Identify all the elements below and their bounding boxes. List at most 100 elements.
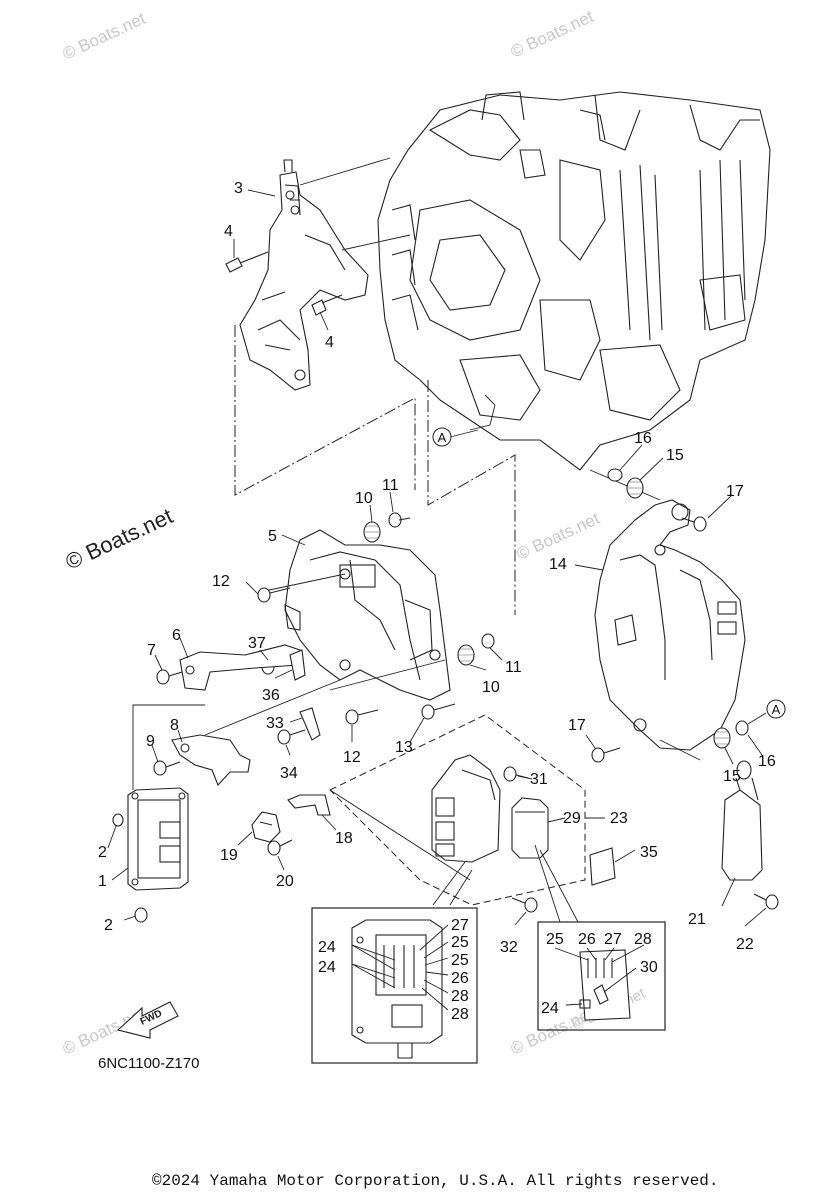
bracket-part-18	[287, 794, 331, 816]
bolt-part-4-upper	[225, 251, 269, 273]
grommet-part-10-upper	[363, 512, 411, 543]
bracket-part-3	[239, 157, 411, 391]
callout-2: 2	[98, 844, 107, 861]
fuse-box-detail	[311, 861, 478, 1064]
bolt-part-20	[267, 839, 293, 856]
svg-text:A: A	[772, 702, 781, 717]
callout-25: 25	[451, 934, 469, 951]
callout-19: 19	[220, 847, 238, 864]
callout-13: 13	[395, 739, 413, 756]
bolt-part-4-lower	[311, 294, 343, 316]
bolt-part-34	[277, 729, 306, 745]
callout-7: 7	[147, 642, 156, 659]
engine-block	[377, 91, 771, 471]
watermark: © Boats.net	[60, 9, 149, 64]
callout-37: 37	[248, 635, 266, 652]
grommet-part-10-lower	[457, 633, 495, 666]
relay-detail	[534, 844, 666, 1031]
fuse-box-part-23	[431, 754, 501, 863]
bolt-part-9	[153, 760, 181, 776]
watermark: © Boats.net	[62, 503, 177, 574]
callout-15: 15	[723, 768, 741, 785]
callout-21: 21	[688, 911, 706, 928]
bolt-part-32	[511, 897, 538, 913]
callout-35: 35	[640, 844, 658, 861]
clamp-part-33	[299, 707, 321, 741]
bolt-part-17-lower	[591, 747, 621, 763]
callouts: 3 4 4 5 6 7 8 9 10 10 11 11 12 12 13 14 …	[98, 180, 776, 1023]
callout-6: 6	[172, 627, 181, 644]
bolt-part-12-lower	[345, 709, 379, 725]
figure-code: 6NC1100-Z170	[98, 1055, 200, 1072]
watermark: © Boats.net	[508, 7, 597, 62]
callout-26: 26	[451, 970, 469, 987]
callout-15: 15	[666, 447, 684, 464]
leader-line	[449, 429, 479, 438]
callout-4: 4	[325, 334, 334, 351]
leader-dashdot	[234, 325, 416, 496]
plate-part-8	[171, 679, 341, 787]
callout-11: 11	[505, 659, 522, 676]
callout-16: 16	[634, 430, 652, 447]
leader-dashdot	[427, 380, 516, 615]
bracket-part-5	[259, 529, 451, 701]
ecu-part-1	[127, 704, 205, 891]
relay-part-29	[511, 797, 549, 859]
bolt-part-13	[421, 703, 456, 720]
collar-part-16-upper	[607, 468, 623, 482]
callout-24-detail: 24	[541, 1000, 559, 1017]
screw-part-22	[753, 893, 779, 910]
callout-30: 30	[640, 959, 658, 976]
callout-10: 10	[482, 679, 500, 696]
svg-text:A: A	[438, 430, 447, 445]
callout-9: 9	[146, 733, 155, 750]
coupler-part-19	[251, 811, 281, 843]
callout-5: 5	[268, 528, 277, 545]
ref-marker-a-right: A	[766, 699, 786, 719]
label-part-35	[589, 847, 616, 886]
callout-25: 25	[451, 952, 469, 969]
bracket-part-14	[589, 469, 746, 761]
callout-12: 12	[212, 573, 230, 590]
callout-31: 31	[530, 771, 548, 788]
callout-28: 28	[451, 988, 469, 1005]
callout-8: 8	[170, 717, 179, 734]
callout-27: 27	[451, 917, 469, 934]
callout-27-detail: 27	[604, 931, 622, 948]
callout-29: 29	[563, 810, 581, 827]
callout-36: 36	[262, 687, 280, 704]
callout-2: 2	[104, 917, 113, 934]
callout-32: 32	[500, 939, 518, 956]
callout-33: 33	[266, 715, 284, 732]
callout-4: 4	[224, 223, 233, 240]
callout-20: 20	[276, 873, 294, 890]
callout-18: 18	[335, 830, 353, 847]
dashed-group-box	[329, 714, 586, 906]
callout-16: 16	[758, 753, 776, 770]
callout-24: 24	[318, 939, 336, 956]
callout-11: 11	[382, 477, 399, 494]
bolt-part-12-upper	[257, 587, 291, 603]
bolt-part-7	[156, 669, 183, 685]
callout-leaders	[107, 189, 767, 1011]
copyright-notice: ©2024 Yamaha Motor Corporation, U.S.A. A…	[152, 1172, 719, 1190]
callout-17: 17	[568, 717, 586, 734]
callout-25-detail: 25	[546, 931, 564, 948]
bolt-part-31	[503, 766, 529, 782]
callout-34: 34	[280, 765, 298, 782]
leader-line	[329, 789, 471, 881]
callout-14: 14	[549, 556, 567, 573]
callout-22: 22	[736, 936, 754, 953]
bolt-part-2-lower	[134, 907, 148, 923]
callout-12: 12	[343, 749, 361, 766]
callout-28-detail: 28	[634, 931, 652, 948]
callout-10: 10	[355, 490, 373, 507]
clamp-part-36	[289, 649, 306, 681]
callout-26-detail: 26	[578, 931, 596, 948]
collar-part-16-lower	[735, 720, 749, 736]
callout-3: 3	[234, 180, 243, 197]
callout-17: 17	[726, 483, 744, 500]
leader-line	[747, 712, 767, 725]
bolt-part-17-upper	[681, 516, 707, 532]
